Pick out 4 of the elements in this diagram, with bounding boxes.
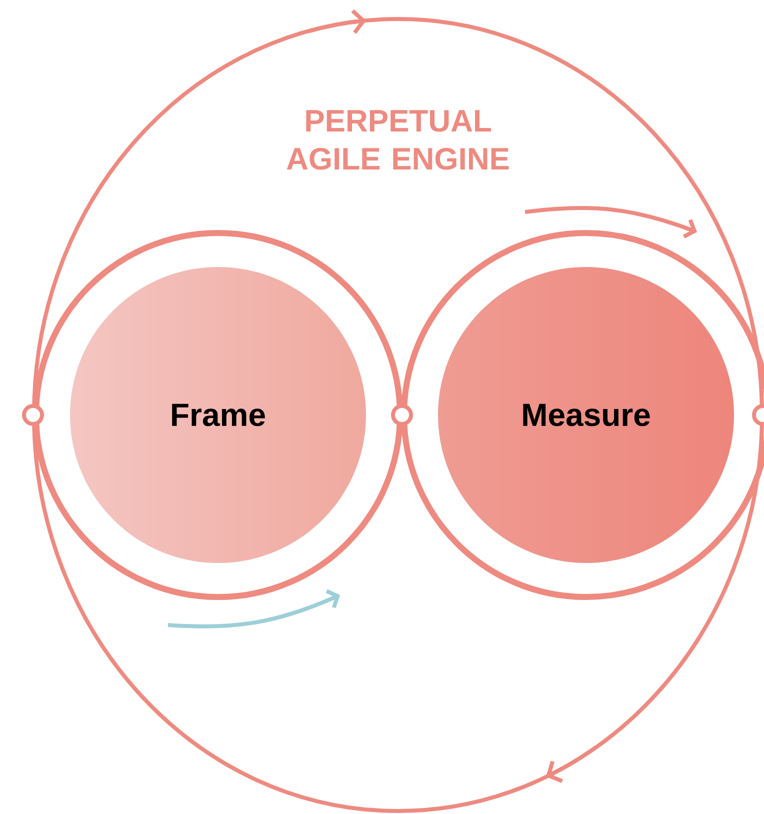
outer-loop-ellipse — [32, 17, 764, 813]
circle-node: Frame — [33, 230, 403, 600]
circle-node: Measure — [401, 230, 764, 600]
title: PERPETUAL AGILE ENGINE — [286, 110, 509, 170]
